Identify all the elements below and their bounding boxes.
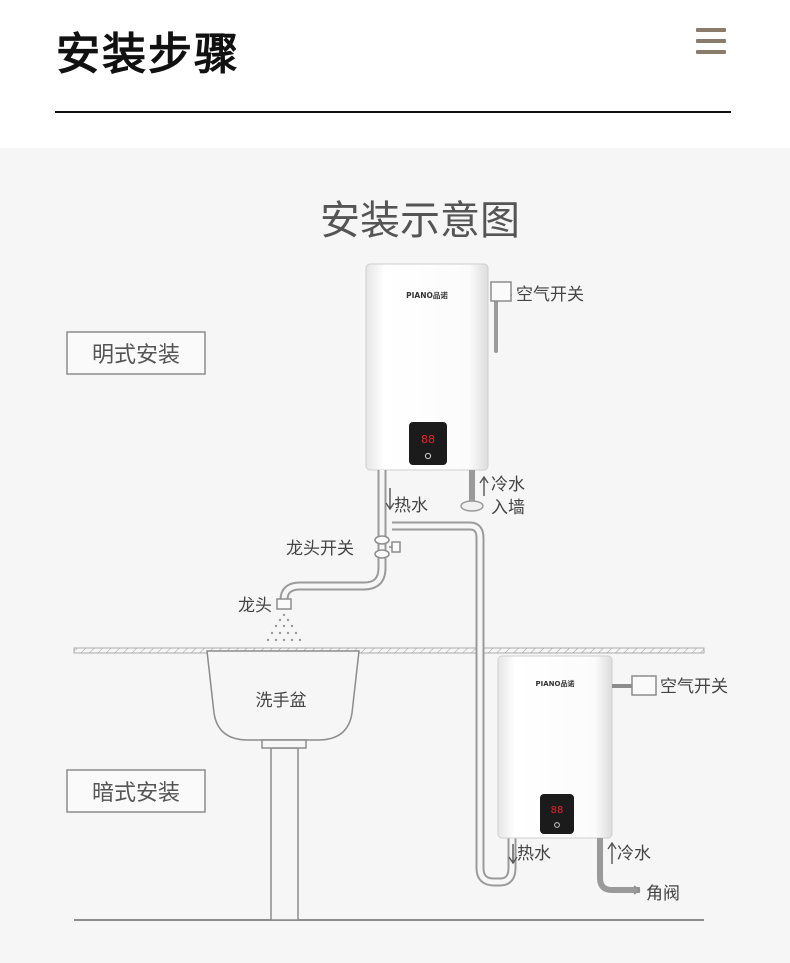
wash-basin-label: 洗手盆 — [256, 691, 307, 711]
faucet-switch-label: 龙头开关 — [286, 539, 354, 559]
faucet-head — [276, 598, 292, 610]
concealed-install-label: 暗式安装 — [92, 781, 180, 806]
exposed-install-label: 明式安装 — [92, 343, 180, 368]
bottom-heater-digits: 88 — [551, 805, 564, 816]
concealed-install-box — [66, 769, 206, 813]
angle-valve-label: 角阀 — [646, 884, 680, 904]
counter-line — [73, 647, 705, 654]
hamburger-menu-icon-middle — [696, 39, 726, 43]
top-heater-brand: PIANO品诺 — [406, 290, 448, 300]
bottom-air-switch-box — [631, 675, 657, 696]
top-hot-water-label: 热水 — [394, 496, 428, 516]
exposed-install-box — [66, 331, 206, 375]
hamburger-menu-icon-bottom — [696, 50, 726, 54]
top-air-switch-box — [490, 281, 512, 302]
top-heater-digits: 88 — [421, 433, 435, 446]
header-divider — [55, 111, 731, 113]
wash-basin — [206, 650, 360, 741]
power-icon — [424, 452, 432, 460]
bottom-cold-water-pipe — [597, 838, 640, 893]
faucet-label: 龙头 — [238, 596, 272, 616]
hamburger-menu-icon — [696, 28, 726, 32]
top-air-switch-label: 空气开关 — [516, 285, 584, 305]
water-spray — [266, 613, 302, 642]
bottom-heater-brand: PIANO品诺 — [536, 679, 575, 688]
wall-inlet — [460, 500, 484, 512]
page-title: 安装步骤 — [56, 29, 240, 80]
basin-pedestal — [270, 747, 299, 921]
diagram-title: 安装示意图 — [320, 198, 520, 244]
menu-button[interactable] — [696, 28, 726, 54]
bottom-water-heater: PIANO品诺 88 — [497, 655, 613, 839]
top-water-heater: PIANO品诺 88 — [365, 263, 489, 471]
power-icon-bottom — [554, 822, 560, 828]
top-cold-water-label: 冷水 — [491, 475, 525, 495]
bottom-hot-water-label: 热水 — [517, 844, 551, 864]
bottom-cold-water-label: 冷水 — [617, 844, 651, 864]
top-heater-display — [409, 422, 447, 465]
bottom-heater-display — [540, 794, 574, 834]
into-wall-label: 入墙 — [491, 498, 525, 518]
bottom-air-switch-label: 空气开关 — [660, 677, 728, 697]
faucet-switch-valve — [374, 535, 390, 545]
installation-diagram: 安装示意图 明式安装 暗式安装 PIANO品诺 88 空气开关 冷水 入墙 热水… — [0, 148, 790, 963]
